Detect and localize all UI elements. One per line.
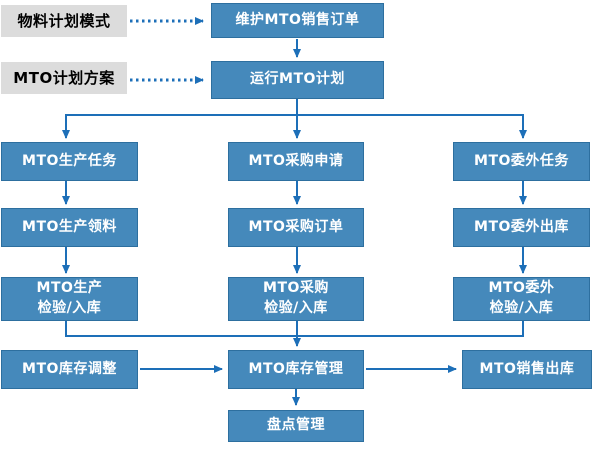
node-production-picking: MTO生产领料	[1, 208, 138, 247]
node-purchase-request: MTO采购申请	[228, 142, 364, 181]
node-inventory-adjustment: MTO库存调整	[1, 350, 138, 389]
node-inventory-management: MTO库存管理	[228, 350, 364, 389]
node-maintain-mto-sales-order: 维护MTO销售订单	[211, 3, 384, 38]
input-mto-plan-scheme: MTO计划方案	[1, 62, 127, 94]
node-run-mto-plan: 运行MTO计划	[211, 61, 384, 99]
node-outsourcing-issue: MTO委外出库	[453, 208, 590, 247]
node-sales-delivery: MTO销售出库	[462, 350, 592, 389]
node-purchase-inspection: MTO采购 检验/入库	[228, 277, 364, 321]
node-outsourcing-task: MTO委外任务	[453, 142, 590, 181]
node-outsourcing-inspection: MTO委外 检验/入库	[453, 277, 590, 321]
node-stocktaking-management: 盘点管理	[228, 410, 364, 442]
node-purchase-order: MTO采购订单	[228, 208, 364, 247]
node-production-task: MTO生产任务	[1, 142, 138, 181]
node-production-inspection: MTO生产 检验/入库	[1, 277, 138, 321]
input-material-plan-mode: 物料计划模式	[1, 5, 127, 37]
